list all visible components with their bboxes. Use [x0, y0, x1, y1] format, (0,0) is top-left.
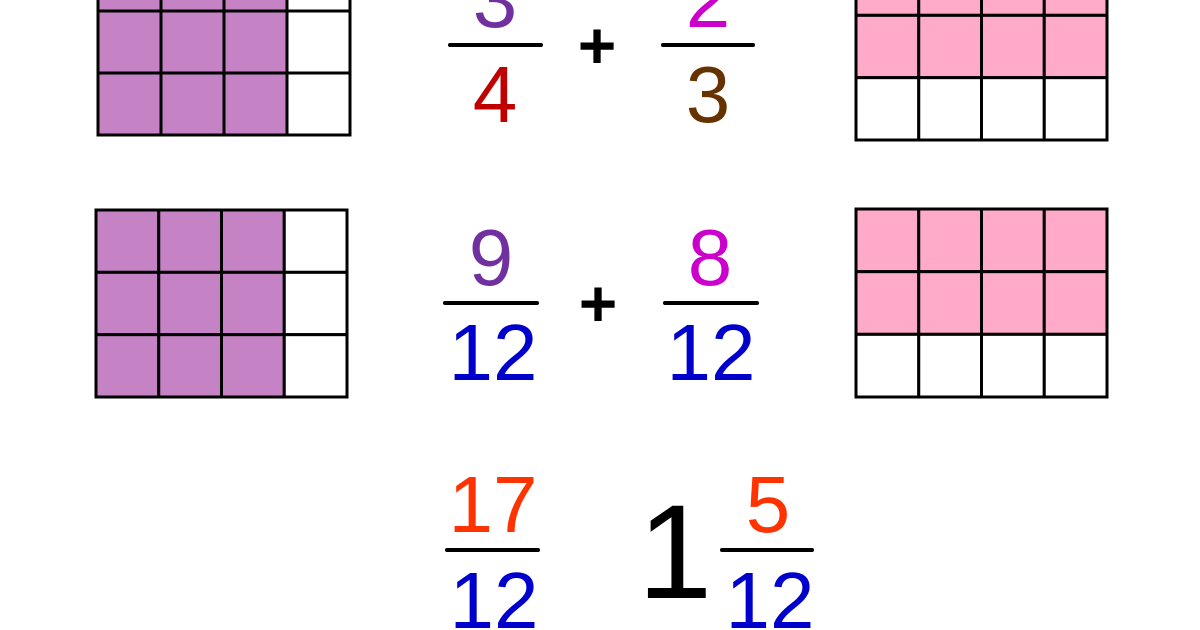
grid-cell-shaded — [917, 13, 983, 80]
numerator-17: 17 — [449, 460, 538, 549]
grid-cell-shaded — [96, 9, 163, 75]
grid-cell-empty — [285, 9, 352, 75]
equation-row-3: 17 12 1 5 12 — [445, 460, 815, 630]
grid-cell-shaded — [1042, 270, 1109, 336]
grid-cell-shaded — [220, 270, 286, 337]
whole-number-1: 1 — [638, 478, 713, 627]
grid-cell-shaded — [1042, 13, 1109, 80]
grid-cell-empty — [282, 270, 349, 337]
grid-cell-shaded — [1042, 0, 1109, 17]
grid-cell-shaded — [94, 333, 161, 399]
grid-cell-empty — [917, 332, 983, 399]
grid-cell-empty — [282, 333, 349, 399]
numerator-2: 2 — [686, 0, 731, 44]
grid-cell-shaded — [917, 270, 983, 336]
grid-cell-shaded — [96, 0, 163, 13]
grid-cell-shaded — [159, 71, 226, 137]
grid-cell-shaded — [159, 0, 226, 13]
grid-cell-shaded — [222, 71, 289, 137]
numerator-8: 8 — [688, 213, 733, 302]
grid-cell-shaded — [1042, 207, 1109, 274]
grid-cell-shaded — [96, 71, 163, 137]
grid-cell-shaded — [159, 9, 226, 75]
grid-cell-shaded — [917, 0, 983, 17]
grid-cell-empty — [980, 76, 1046, 142]
denominator-3: 3 — [686, 50, 731, 139]
grid-cell-shaded — [94, 270, 161, 337]
fraction-grid-3 — [94, 208, 349, 399]
fraction-grid-1 — [96, 0, 352, 137]
numerator-5: 5 — [746, 460, 791, 549]
grid-cell-shaded — [854, 13, 921, 80]
numerator-3: 3 — [473, 0, 518, 44]
denominator-12: 12 — [726, 556, 815, 630]
denominator-12: 12 — [450, 556, 539, 630]
grid-cell-shaded — [222, 9, 289, 75]
grid-cell-empty — [854, 332, 921, 399]
plus-sign: + — [578, 8, 617, 82]
grid-cell-empty — [282, 208, 349, 274]
grid-cell-shaded — [980, 207, 1046, 274]
grid-cell-shaded — [854, 207, 921, 274]
grid-cell-shaded — [220, 208, 286, 274]
grid-cell-shaded — [222, 0, 289, 13]
grid-cell-empty — [285, 0, 352, 13]
grid-cell-shaded — [157, 270, 223, 337]
grid-cell-shaded — [854, 0, 921, 17]
grid-cell-shaded — [94, 208, 161, 274]
numerator-9: 9 — [469, 213, 514, 302]
equation-row-2: 9 12 + 8 12 — [443, 213, 759, 397]
denominator-4: 4 — [473, 50, 518, 139]
grid-cell-shaded — [917, 207, 983, 274]
grid-cell-shaded — [854, 270, 921, 336]
grid-cell-empty — [1042, 76, 1109, 142]
denominator-12: 12 — [449, 308, 538, 397]
grid-cell-shaded — [157, 333, 223, 399]
plus-sign: + — [579, 266, 618, 340]
grid-cell-empty — [980, 332, 1046, 399]
equation-row-1: 3 4 + 2 3 — [448, 0, 755, 139]
fraction-grid-2 — [854, 0, 1109, 142]
grid-cell-shaded — [980, 13, 1046, 80]
grid-cell-empty — [917, 76, 983, 142]
grid-cell-shaded — [980, 0, 1046, 17]
fraction-grid-4 — [854, 207, 1109, 399]
grid-cell-empty — [285, 71, 352, 137]
grid-cell-shaded — [220, 333, 286, 399]
fraction-grids — [94, 0, 1109, 399]
denominator-12: 12 — [667, 308, 756, 397]
grid-cell-empty — [1042, 332, 1109, 399]
grid-cell-shaded — [157, 208, 223, 274]
grid-cell-shaded — [980, 270, 1046, 336]
grid-cell-empty — [854, 76, 921, 142]
